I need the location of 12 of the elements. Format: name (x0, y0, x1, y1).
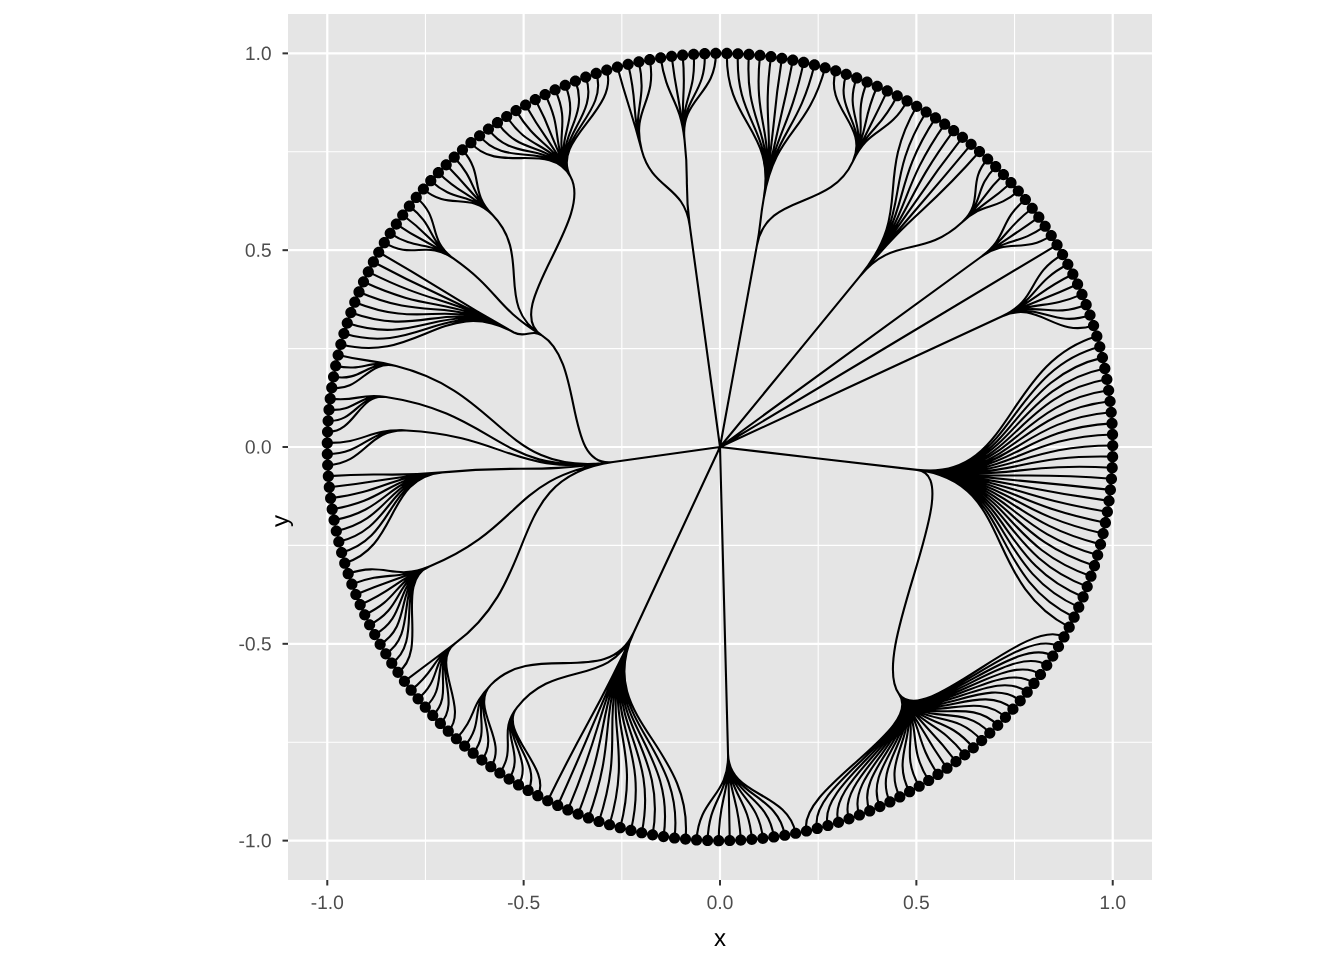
y-tick-label: 0.0 (245, 440, 271, 454)
y-tick-label: -0.5 (239, 637, 271, 651)
y-tick-label: 1.0 (246, 46, 271, 61)
x-tick-label: 0.0 (707, 895, 733, 910)
y-tick-label: 0.5 (245, 243, 271, 257)
x-tick-label: 1.0 (1100, 895, 1126, 910)
x-axis-title: x (714, 933, 726, 946)
y-tick-label: -1.0 (239, 833, 271, 848)
y-axis-title: y (275, 515, 293, 527)
x-tick-label: 0.5 (903, 895, 929, 910)
x-tick-label: -1.0 (311, 895, 344, 910)
x-tick-label: -0.5 (507, 895, 540, 910)
